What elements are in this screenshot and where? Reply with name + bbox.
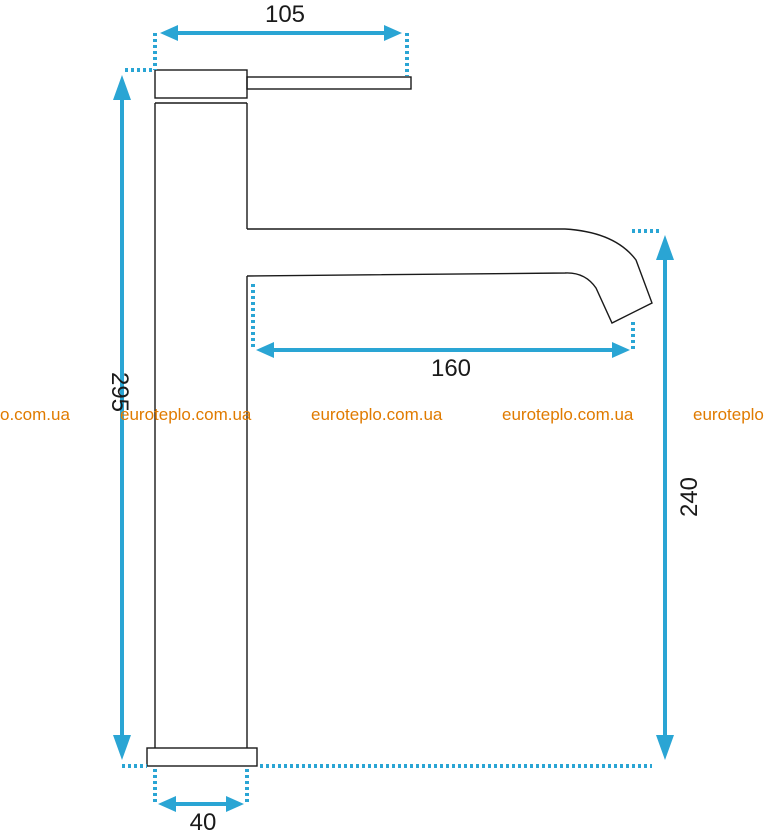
arrowhead [226, 796, 244, 812]
arrowhead [384, 25, 402, 41]
dimension-spout-height: 240 [260, 229, 703, 768]
dimension-label-spout-height: 240 [676, 477, 703, 517]
arrowhead [256, 342, 274, 358]
dimension-label-handle: 105 [265, 1, 305, 28]
watermark-text: euroteplo [693, 405, 764, 424]
arrowhead [160, 25, 178, 41]
watermark-row: o.com.ua euroteplo.com.ua euroteplo.com.… [0, 405, 764, 424]
dimension-spout-reach: 160 [251, 284, 635, 382]
dimension-handle-length: 105 [153, 1, 409, 76]
dimension-base-diameter: 40 [153, 769, 249, 834]
faucet-base [146, 747, 258, 767]
faucet-handle-lever [246, 76, 412, 90]
faucet-body [154, 103, 248, 748]
dimension-label-base: 40 [190, 809, 217, 834]
dimension-label-height: 295 [106, 372, 133, 412]
dimension-total-height: 295 [106, 68, 155, 768]
arrowhead [656, 735, 674, 760]
watermark-text: euroteplo.com.ua [120, 405, 252, 424]
watermark-text: euroteplo.com.ua [311, 405, 443, 424]
watermark-text: euroteplo.com.ua [502, 405, 634, 424]
arrowhead [113, 75, 131, 100]
arrowhead [158, 796, 176, 812]
watermark-text: o.com.ua [0, 405, 70, 424]
arrowhead [113, 735, 131, 760]
arrowhead [656, 235, 674, 260]
dimension-label-reach: 160 [431, 355, 471, 382]
faucet-cap [154, 69, 248, 99]
faucet-outline [146, 69, 653, 767]
faucet-spout [246, 228, 653, 324]
arrowhead [612, 342, 630, 358]
